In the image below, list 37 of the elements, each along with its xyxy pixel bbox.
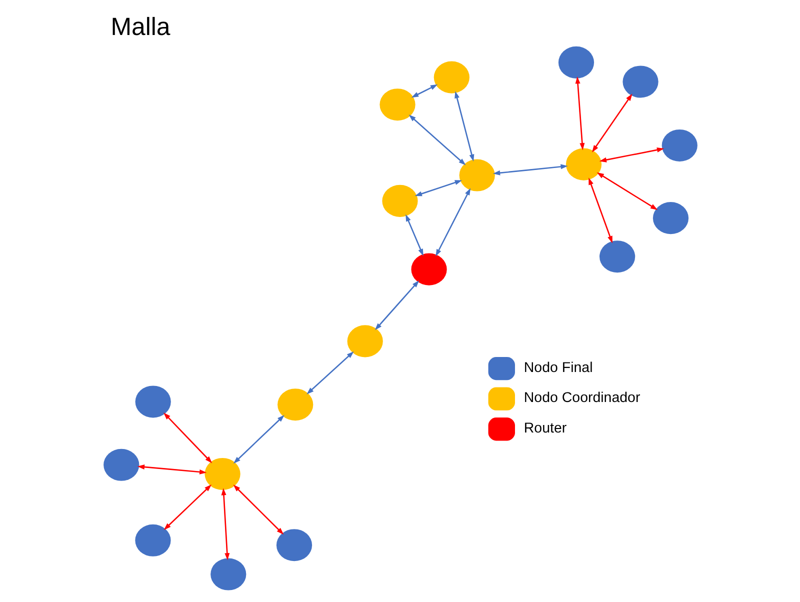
node-circle (622, 66, 658, 98)
arrow (410, 84, 438, 98)
arrow (454, 91, 474, 162)
arrow (405, 214, 423, 256)
legend-label: Nodo Final (523, 360, 592, 376)
node-circle (433, 61, 469, 94)
arrow (306, 351, 354, 394)
arrow (408, 114, 466, 166)
node-circle (599, 240, 635, 273)
node-circle (103, 448, 139, 481)
arrow (374, 280, 419, 330)
node-circle (565, 148, 602, 180)
node-circle (652, 202, 688, 234)
arrow (163, 412, 212, 464)
legend-label: Router (523, 420, 566, 436)
node-circle (558, 46, 594, 78)
arrow (232, 484, 284, 535)
arrow (588, 178, 612, 244)
arrow (492, 164, 568, 176)
arrow (163, 484, 212, 530)
arrow (596, 172, 658, 210)
node-circle (382, 184, 418, 217)
node-circle (661, 129, 697, 162)
node-circle (210, 558, 246, 590)
legend-label: Nodo Coordinador (523, 390, 640, 406)
arrow (136, 464, 206, 474)
arrow (598, 147, 664, 162)
arrow (591, 94, 632, 152)
node-circle (410, 253, 446, 286)
arrow (435, 188, 470, 256)
arrow (414, 180, 462, 196)
node-circle (134, 386, 170, 418)
diagram-title: Malla (110, 13, 170, 42)
arrow (574, 76, 584, 150)
arrow (232, 415, 284, 464)
node-circle (276, 529, 312, 562)
arrow (220, 488, 230, 560)
